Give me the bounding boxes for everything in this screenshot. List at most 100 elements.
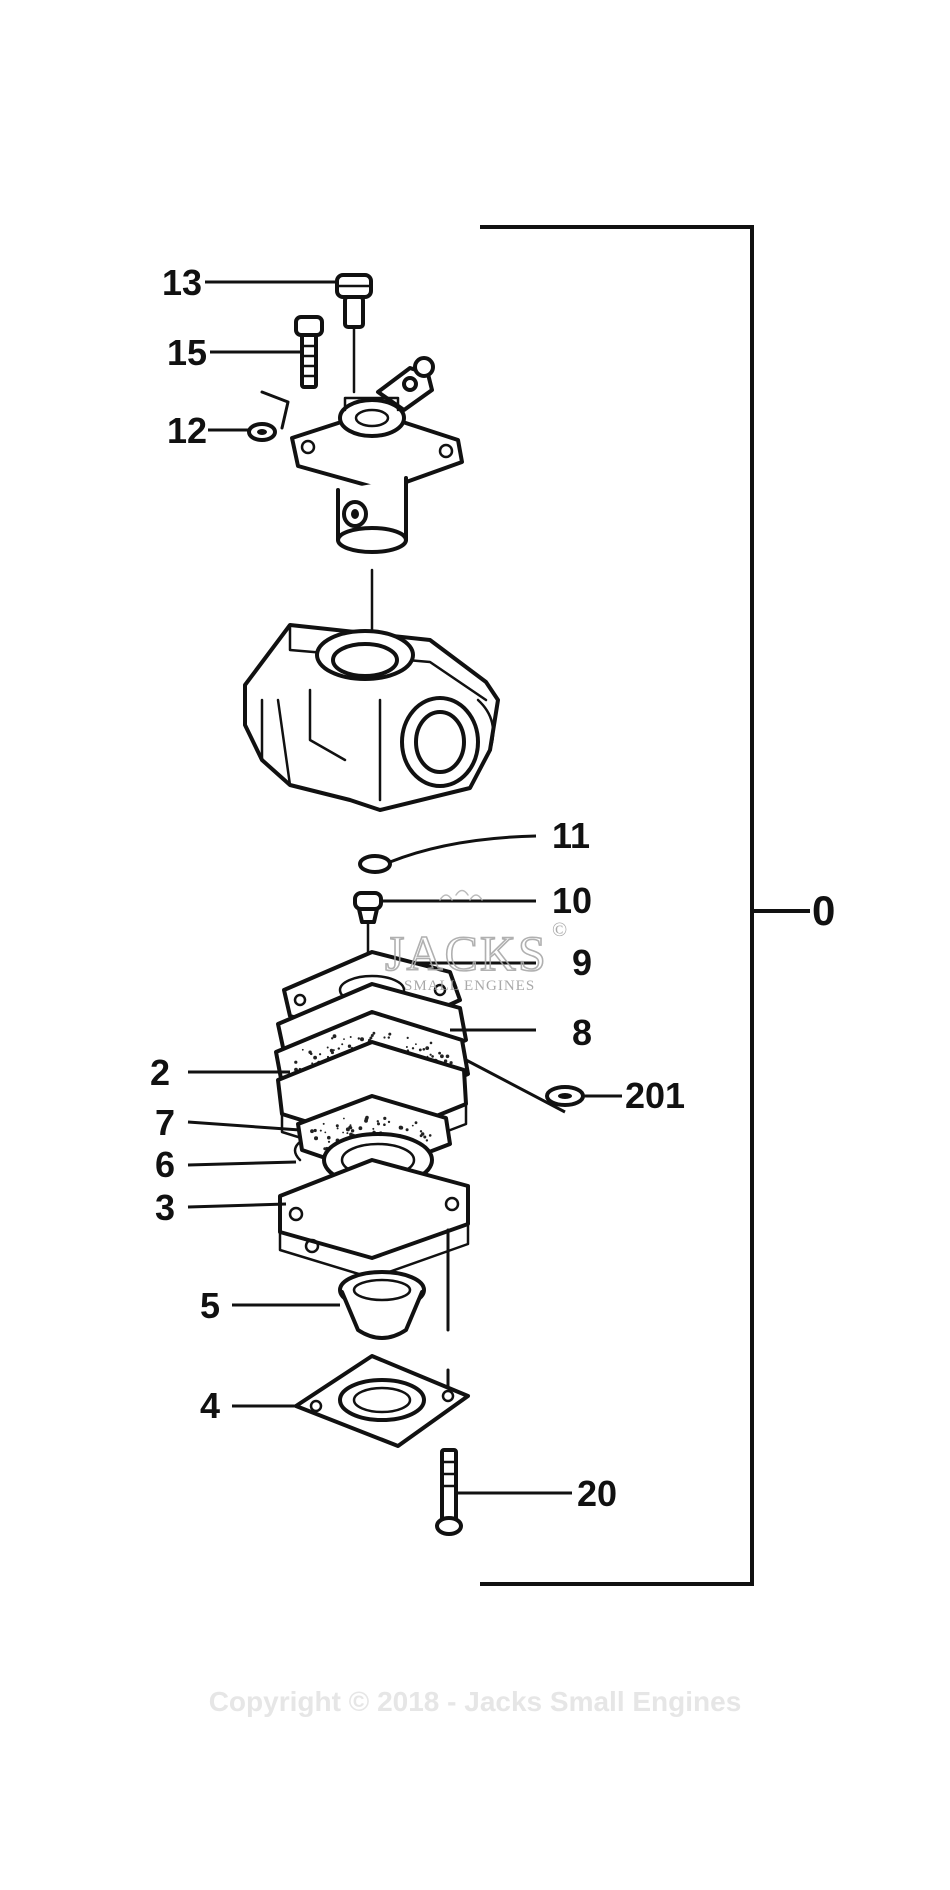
gasket-speckle	[425, 1046, 430, 1050]
gasket-speckle	[347, 1044, 352, 1048]
gasket-speckle	[346, 1132, 349, 1135]
callout-2: 2	[150, 1052, 170, 1093]
gasket-speckle	[376, 1120, 379, 1123]
gasket-speckle	[372, 1031, 376, 1035]
throttle-body	[290, 356, 464, 632]
gasket-speckle	[336, 1127, 339, 1130]
gasket-speckle	[383, 1036, 386, 1039]
gasket-speckle	[405, 1046, 408, 1048]
gasket-speckle	[342, 1131, 344, 1134]
gasket-speckle	[423, 1135, 427, 1139]
gasket-speckle	[388, 1032, 392, 1036]
gasket-speckle	[387, 1036, 390, 1039]
gasket-speckle	[337, 1047, 340, 1050]
gasket-speckle	[323, 1147, 327, 1151]
gasket-speckle	[341, 1043, 344, 1046]
gasket-speckle	[365, 1115, 369, 1120]
gasket-speckle	[419, 1130, 423, 1133]
gasket-speckle	[370, 1034, 374, 1037]
gasket-speckle	[415, 1043, 417, 1046]
part-11-oring	[358, 834, 537, 874]
gasket-speckle	[438, 1051, 441, 1055]
gasket-speckle	[429, 1041, 433, 1045]
gasket-speckle	[343, 1117, 345, 1120]
gasket-speckle	[445, 1054, 450, 1059]
gasket-speckle	[440, 1054, 444, 1059]
gasket-speckle	[327, 1140, 331, 1143]
gasket-speckle	[332, 1034, 337, 1039]
callout-9: 9	[572, 942, 592, 983]
callout-4: 4	[200, 1385, 220, 1426]
part-5-cup	[232, 1270, 426, 1340]
callout-6: 6	[155, 1144, 175, 1185]
part-10-needle-seat	[353, 891, 536, 970]
gasket-speckle	[319, 1129, 322, 1132]
gasket-speckle	[330, 1050, 334, 1055]
gasket-speckle	[335, 1124, 339, 1128]
callout-10: 10	[552, 880, 592, 921]
gasket-speckle	[349, 1036, 352, 1038]
part-15-screw	[294, 315, 324, 389]
watermark: JACKS SMALL ENGINES ©	[384, 889, 568, 994]
gasket-speckle	[294, 1060, 298, 1064]
gasket-speckle	[343, 1038, 345, 1040]
gasket-speckle	[310, 1129, 314, 1134]
gasket-speckle	[414, 1121, 418, 1125]
gasket-speckle	[449, 1061, 453, 1065]
gasket-speckle	[431, 1055, 434, 1058]
gasket-speckle	[313, 1128, 317, 1133]
gasket-speckle	[313, 1055, 317, 1060]
copyright-text: Copyright © 2018 - Jacks Small Engines	[209, 1686, 742, 1717]
carburetor-body	[243, 623, 500, 812]
part-20-screw	[435, 1448, 572, 1536]
callout-20: 20	[577, 1473, 617, 1514]
part-12-nut	[247, 422, 277, 442]
watermark-copyright-mark: ©	[552, 919, 568, 941]
callout-7: 7	[155, 1102, 175, 1143]
callout-0: 0	[812, 887, 835, 934]
gasket-speckle	[428, 1134, 432, 1137]
gasket-speckle	[332, 1049, 335, 1052]
gasket-speckle	[411, 1124, 414, 1127]
gasket-speckle	[387, 1120, 391, 1124]
gasket-speckle	[383, 1116, 387, 1120]
gasket-speckle	[308, 1050, 312, 1054]
gasket-speckle	[324, 1131, 327, 1134]
gasket-speckle	[301, 1048, 304, 1051]
watermark-logo: JACKS	[385, 925, 548, 981]
gasket-speckle	[422, 1048, 426, 1051]
gasket-speckle	[360, 1037, 364, 1042]
gasket-speckle	[319, 1053, 322, 1056]
gasket-speckle	[383, 1123, 386, 1126]
gasket-speckle	[331, 1037, 334, 1040]
watermark-subtitle: SMALL ENGINES	[404, 978, 535, 994]
gasket-speckle	[327, 1135, 331, 1140]
gasket-speckle	[418, 1048, 422, 1052]
gasket-speckle	[405, 1128, 409, 1132]
callout-5: 5	[200, 1285, 220, 1326]
assembly-bracket	[480, 225, 810, 1586]
callout-201: 201	[625, 1075, 685, 1116]
part-13-adjust-screw	[335, 273, 373, 394]
callout-8: 8	[572, 1012, 592, 1053]
gasket-speckle	[443, 1059, 448, 1063]
gasket-speckle	[377, 1122, 380, 1126]
gasket-speckle	[425, 1139, 429, 1142]
callout-3: 3	[155, 1187, 175, 1228]
gasket-speckle	[358, 1126, 363, 1131]
gasket-speckle	[398, 1125, 403, 1130]
callout-15: 15	[167, 332, 207, 373]
part-3-pump-cover	[187, 1158, 470, 1332]
part-4-gasket-plate	[232, 1354, 470, 1448]
gasket-speckle	[419, 1134, 423, 1138]
callout-12: 12	[167, 410, 207, 451]
gasket-speckle	[357, 1037, 360, 1040]
gasket-speckle	[429, 1053, 432, 1056]
gasket-speckle	[322, 1122, 325, 1125]
gasket-speckle	[350, 1129, 355, 1133]
gasket-speckle	[326, 1046, 329, 1049]
gasket-speckle	[411, 1047, 415, 1050]
callout-13: 13	[162, 262, 202, 303]
gasket-speckle	[369, 1036, 373, 1040]
